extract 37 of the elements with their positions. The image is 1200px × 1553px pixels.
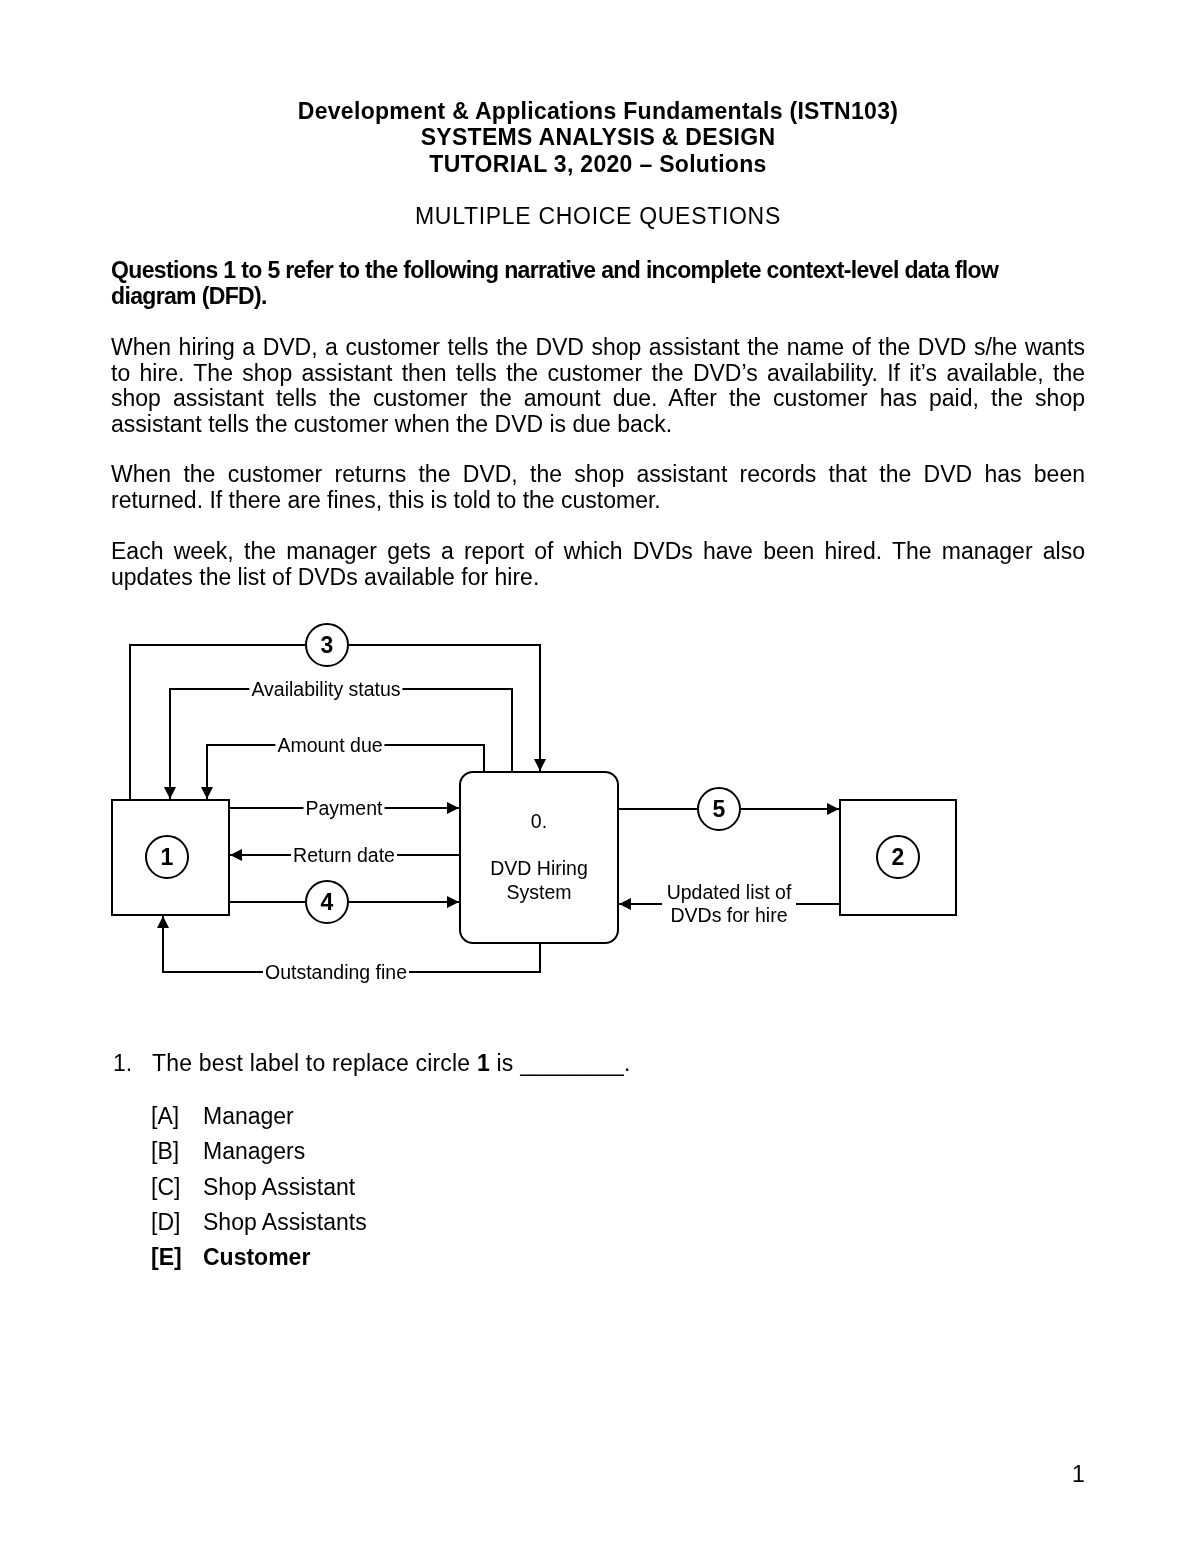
option-letter: [B] xyxy=(151,1139,180,1165)
connector-line xyxy=(229,901,306,903)
question-number: 1. xyxy=(113,1051,133,1077)
paragraph: When the customer returns the DVD, the shop assistant records that the DVD has been returned. If there are fines, this is told to the customer. xyxy=(111,462,1085,513)
option-text: Managers xyxy=(203,1139,306,1165)
process-name: DVD Hiring System xyxy=(489,856,589,904)
option-text: Manager xyxy=(203,1104,294,1130)
arrow xyxy=(348,644,546,772)
option-text: Customer xyxy=(203,1245,311,1271)
instruction-text: Questions 1 to 5 refer to the following narrative and incomplete context-level data flow diagram (DFD). xyxy=(111,258,1000,309)
page-number: 1 xyxy=(1072,1462,1085,1488)
paragraph: Each week, the manager gets a report of which DVDs have been hired. The manager also updates the list of DVDs available for hire. xyxy=(111,539,1085,590)
option-text: Shop Assistants xyxy=(203,1210,367,1236)
arrow xyxy=(740,803,840,815)
arrow xyxy=(348,896,460,908)
number-circle: 3 xyxy=(305,623,349,667)
number-circle: 4 xyxy=(305,880,349,924)
number-circle: 5 xyxy=(697,787,741,831)
entity-box xyxy=(111,799,230,916)
question-text: The best label to replace circle 1 is ________. xyxy=(152,1051,631,1077)
option-letter: [E] xyxy=(151,1245,182,1271)
number-circle: 1 xyxy=(145,835,189,879)
option-letter: [D] xyxy=(151,1210,181,1236)
paragraph: When hiring a DVD, a customer tells the DVD shop assistant the name of the DVD s/he wants to hire. The shop assistant then tells the customer the DVD’s availability. If it’s available, the shop assistant tells the customer the amount due. After the customer has paid, the shop assistant tells the customer when the DVD is due back. xyxy=(111,335,1085,437)
section-heading: MULTIPLE CHOICE QUESTIONS xyxy=(415,204,781,230)
document-title: Development & Applications Fundamentals (ISTN103) xyxy=(297,99,899,125)
option-letter: [A] xyxy=(151,1104,180,1130)
option-text: Shop Assistant xyxy=(203,1175,356,1201)
subtitle: TUTORIAL 3, 2020 – Solutions xyxy=(429,152,767,178)
entity-box xyxy=(839,799,957,916)
option-letter: [C] xyxy=(151,1175,181,1201)
number-circle: 2 xyxy=(876,835,920,879)
process-number: 0. xyxy=(530,809,548,833)
connector-line xyxy=(618,808,698,810)
process-box xyxy=(459,771,619,944)
connector-line xyxy=(129,644,306,800)
subtitle: SYSTEMS ANALYSIS & DESIGN xyxy=(420,125,776,151)
